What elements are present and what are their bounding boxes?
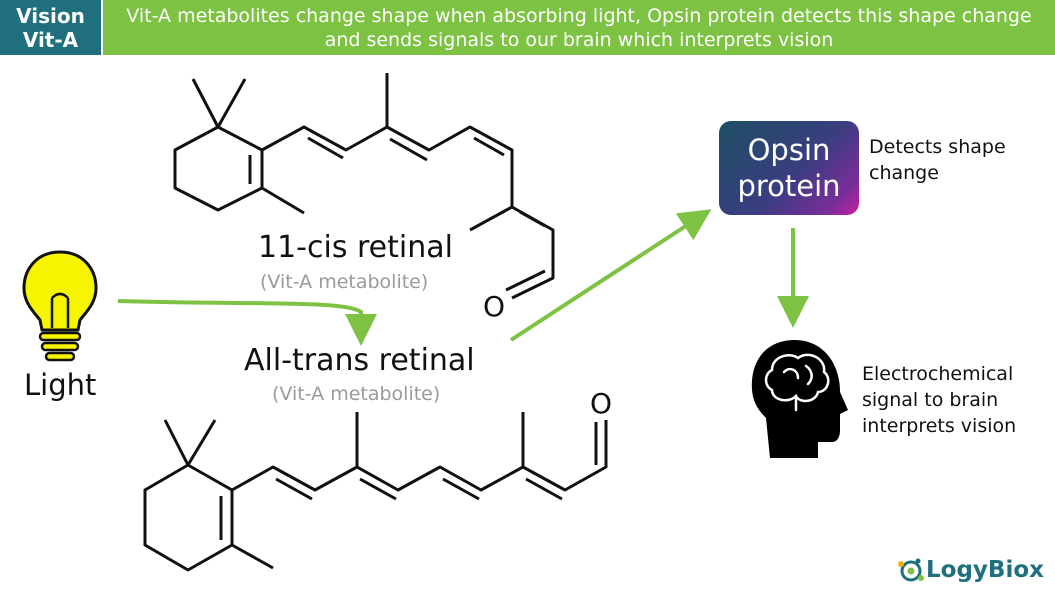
molecule-11-cis-retinal: [173, 73, 555, 300]
arrow-retinal-to-opsin: [509, 209, 712, 342]
opsin-line1: Opsin: [747, 133, 831, 167]
topic-line1: Vision: [16, 3, 85, 28]
molecule-top-name: 11-cis retinal: [258, 230, 453, 265]
topic-badge: Vision Vit-A: [0, 0, 101, 55]
molecule-top-subtitle: (Vit-A metabolite): [260, 271, 429, 293]
opsin-line2: protein: [737, 169, 841, 203]
molecule-bottom-name: All-trans retinal: [244, 343, 475, 378]
molecule-all-trans-retinal: [143, 412, 608, 572]
topic-line2: Vit-A: [22, 27, 79, 52]
oxygen-top: O: [483, 290, 505, 323]
light-label: Light: [24, 368, 97, 402]
logo-icon: [898, 558, 924, 582]
brain-head-icon: [751, 340, 848, 458]
molecule-bottom-subtitle: (Vit-A metabolite): [272, 383, 441, 405]
arrow-light-to-retinal: [117, 299, 377, 346]
opsin-note: Detects shape change: [869, 136, 1006, 184]
opsin-protein-box: Opsin protein: [719, 121, 859, 215]
brain-note: Electrochemical signal to brain interpre…: [862, 363, 1017, 437]
header-caption: Vit-A metabolites change shape when abso…: [103, 0, 1055, 55]
oxygen-bottom: O: [590, 387, 612, 420]
brand-name: LogyBiox: [926, 557, 1044, 583]
lightbulb-icon: [22, 250, 98, 362]
